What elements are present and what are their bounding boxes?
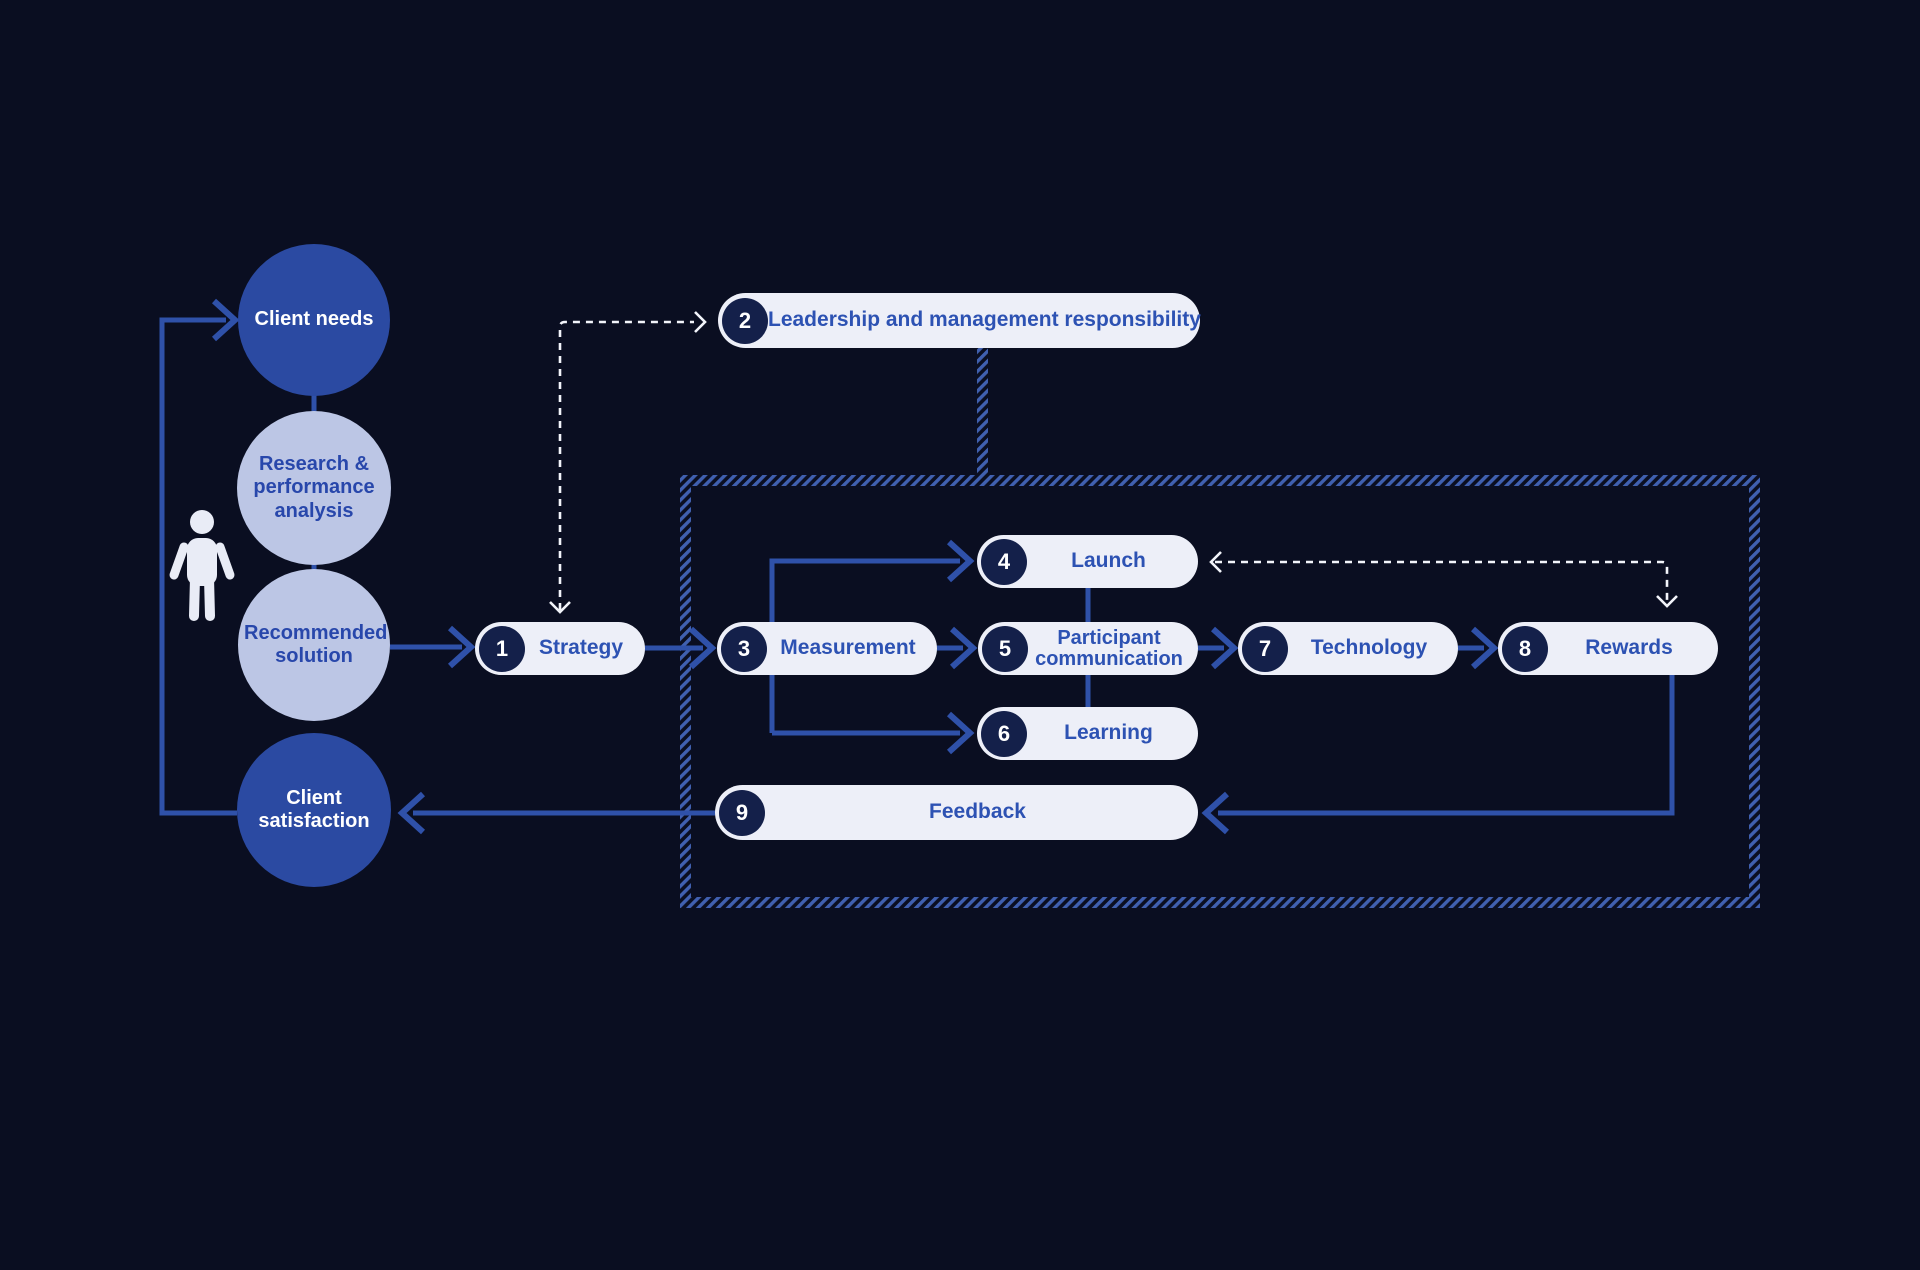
dashed-arrow-into-rewards [1656,595,1678,608]
circle-label: Client satisfaction [258,786,370,832]
person-icon [169,510,235,622]
arrow-into-measurement [688,626,717,670]
leadership-to-box-connector [977,348,988,478]
arrow-into-learning [946,711,975,755]
step-pill-feedback: 9 Feedback [715,785,1198,840]
step-label: Measurement [780,636,916,660]
step-pill-rewards: 8 Rewards [1498,622,1718,675]
step-label: Technology [1310,636,1428,660]
circle-client-needs: Client needs [238,244,390,396]
step-pill-launch: 4 Launch [977,535,1198,588]
step-number-badge: 4 [981,538,1027,585]
flow-arrowheads [211,298,1499,835]
circle-label: Research & performance analysis [253,453,375,522]
dashed-connectors [558,320,1669,610]
circle-label: Recommended solution [244,621,388,667]
dashed-arrow-into-strategy [549,601,571,614]
step-number-badge: 5 [982,625,1028,672]
step-number-badge: 7 [1242,625,1288,672]
circle-recommended-solution: Recommended solution [238,569,390,721]
step-number-badge: 6 [981,710,1027,757]
arrow-into-rewards [1470,626,1499,670]
step-pill-technology: 7 Technology [1238,622,1458,675]
rewards-to-feedback-line [1218,675,1675,816]
step-pill-learning: 6 Learning [977,707,1198,760]
step-pill-measurement: 3 Measurement [717,622,937,675]
arrow-into-client-needs [211,298,240,342]
step-number-badge: 9 [719,789,765,836]
step-label: Launch [1071,549,1146,573]
step-label: Rewards [1585,636,1673,660]
program-box-border [680,475,1760,908]
flow-lines [159,317,1675,816]
step-number-badge: 1 [479,625,525,672]
step-label: Learning [1064,721,1153,745]
step-number-badge: 8 [1502,625,1548,672]
step-label: Participant communication [1035,626,1183,670]
circle-label: Client needs [254,308,374,331]
step-pill-strategy: 1 Strategy [475,622,645,675]
step-number-badge: 2 [722,297,768,344]
step-label: Leadership and management responsibility [768,308,1201,332]
arrow-into-technology [1210,626,1239,670]
branch-to-launch-line [769,558,960,733]
satisfaction-to-needs-line [159,317,237,816]
strategy-leadership-dashed [558,320,694,610]
arrow-into-satisfaction [397,791,426,835]
dashed-arrowheads [549,311,1678,614]
circle-research-performance-analysis: Research & performance analysis [237,411,391,565]
rewards-launch-dashed [1215,560,1669,602]
step-number-badge: 3 [721,625,767,672]
arrow-into-communication [949,626,978,670]
step-pill-participant-communication: 5 Participant communication [978,622,1198,675]
step-pill-leadership: 2 Leadership and management responsibili… [718,293,1201,348]
arrow-into-launch [946,539,975,583]
dashed-arrow-into-launch [1209,551,1222,573]
step-label: Feedback [929,800,1026,824]
arrow-into-feedback [1201,791,1230,835]
dashed-arrow-into-leadership [694,311,707,333]
step-label: Strategy [538,636,624,660]
circle-client-satisfaction: Client satisfaction [237,733,391,887]
arrow-into-strategy [447,625,476,669]
